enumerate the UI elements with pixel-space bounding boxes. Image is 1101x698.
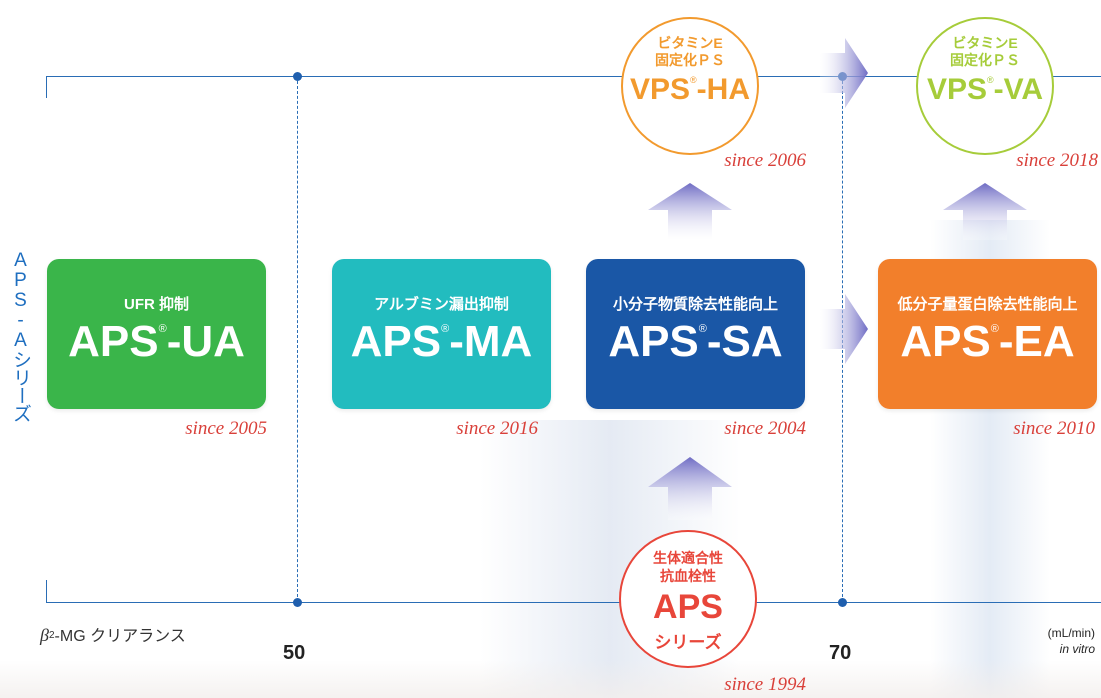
circle-vps-va: ビタミンE 固定化ＰＳ VPS®-VA	[916, 17, 1054, 155]
top-left-bracket	[46, 76, 47, 98]
x-tick-label: 50	[283, 642, 306, 664]
since-label: since 2004	[724, 418, 806, 439]
bottom-left-bracket	[46, 580, 47, 602]
circle-vps-ha: ビタミンE 固定化ＰＳ VPS®-HA	[621, 17, 759, 155]
axis-dot	[293, 598, 302, 607]
card-aps-ma: アルブミン漏出抑制 APS®-MA	[332, 259, 551, 409]
unit-note: in vitro	[1059, 642, 1095, 656]
card-aps-ua: UFR 抑制 APS®-UA	[47, 259, 266, 409]
circle-line1: ビタミンE	[952, 35, 1018, 51]
circle-line2: 固定化ＰＳ	[950, 52, 1020, 68]
axis-dot	[293, 72, 302, 81]
axis-dot	[838, 598, 847, 607]
right-arrow-icon	[820, 38, 868, 108]
circle-product-name: APS	[653, 588, 723, 626]
circle-line1: ビタミンE	[657, 35, 723, 51]
circle-product-name: VPS®-HA	[630, 73, 750, 106]
up-arrow-icon	[943, 183, 1027, 240]
up-arrow-icon	[648, 183, 732, 240]
since-label: since 2018	[1016, 150, 1098, 171]
card-subtitle: 小分子物質除去性能向上	[612, 296, 778, 313]
circle-product-name: VPS®-VA	[926, 73, 1044, 106]
x-tick-label: 70	[829, 642, 852, 664]
up-arrow-icon	[648, 457, 732, 520]
circle-line1: 生体適合性	[653, 550, 723, 566]
card-product-name: APS®-SA	[608, 317, 783, 366]
x-axis-title: β2-MG クリアランス	[40, 625, 186, 645]
card-aps-sa: 小分子物質除去性能向上 APS®-SA	[586, 259, 805, 409]
card-subtitle: 低分子量蛋白除去性能向上	[897, 296, 1078, 313]
unit-label: (mL/min) in vitro	[1048, 625, 1095, 657]
since-label: since 2016	[456, 418, 538, 439]
card-subtitle: UFR 抑制	[124, 296, 189, 313]
since-label: since 2005	[185, 418, 267, 439]
unit-text: (mL/min)	[1047, 626, 1095, 640]
card-subtitle: アルブミン漏出抑制	[374, 296, 509, 313]
circle-aps-series: 生体適合性 抗血栓性 APS シリーズ	[619, 530, 757, 668]
bottom-axis-line	[46, 602, 1101, 603]
top-axis-line	[46, 76, 1101, 77]
since-label: since 2006	[724, 150, 806, 171]
gridline-50	[297, 76, 298, 602]
circle-line2: 抗血栓性	[660, 568, 716, 584]
series-vertical-label: APS-Aシリーズ	[10, 250, 31, 422]
circle-series-label: シリーズ	[654, 633, 722, 652]
since-label: since 1994	[724, 674, 806, 695]
card-aps-ea: 低分子量蛋白除去性能向上 APS®-EA	[878, 259, 1097, 409]
card-product-name: APS®-EA	[900, 317, 1075, 366]
card-product-name: APS®-UA	[68, 317, 245, 366]
circle-line2: 固定化ＰＳ	[655, 52, 725, 68]
since-label: since 2010	[1013, 418, 1095, 439]
card-product-name: APS®-MA	[350, 317, 533, 366]
right-arrow-icon	[820, 294, 868, 364]
